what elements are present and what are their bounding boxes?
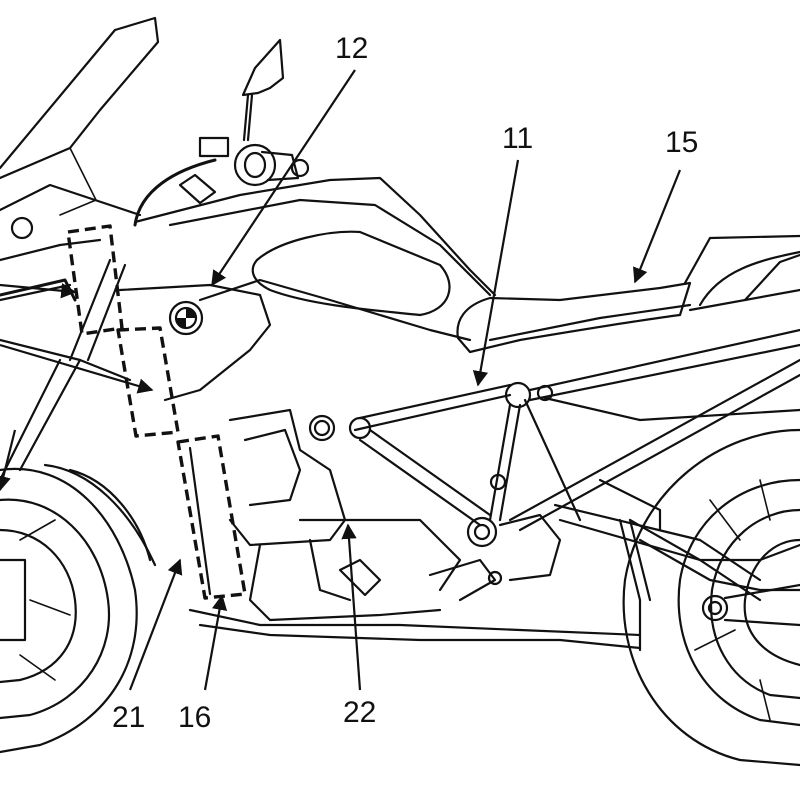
windshield — [0, 16, 160, 216]
seat — [456, 234, 800, 354]
leader-12 — [211, 69, 356, 287]
reference-numeral-12: 12 — [335, 32, 369, 65]
frame — [308, 328, 800, 548]
upper-dashed-region — [66, 224, 124, 336]
front-wheel — [0, 463, 157, 754]
middle-dashed-region — [116, 326, 180, 438]
leader-16 — [203, 594, 228, 691]
leader-11 — [472, 159, 520, 387]
engine — [228, 408, 562, 622]
reference-numeral-11: 11 — [502, 122, 534, 155]
leader-15 — [633, 169, 682, 284]
reference-numeral-16: 16 — [178, 701, 212, 734]
front-cowl — [0, 183, 142, 382]
leader-21 — [128, 558, 183, 691]
rear-wheel — [622, 428, 800, 767]
leader-left-arrows — [0, 283, 154, 492]
reference-numeral-21: 21 — [112, 701, 146, 734]
leader-22 — [341, 523, 362, 691]
lower-dashed-region — [176, 434, 247, 600]
swingarm — [628, 518, 800, 627]
reference-numeral-22: 22 — [343, 696, 377, 729]
front-fork — [0, 258, 127, 482]
mirror — [241, 38, 285, 142]
reference-numeral-15: 15 — [665, 126, 699, 159]
side-panel — [118, 283, 272, 402]
fuel-tank — [133, 176, 497, 342]
